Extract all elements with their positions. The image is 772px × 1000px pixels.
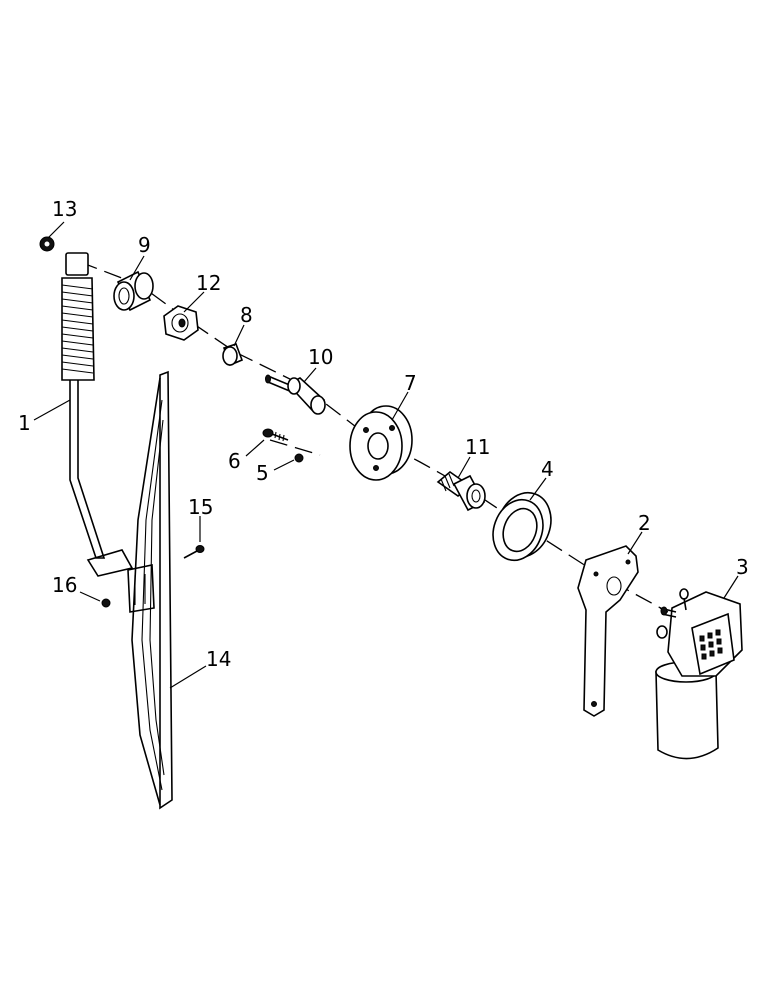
callout-3: 3	[736, 555, 749, 579]
part-15-screw	[183, 545, 205, 559]
callout-10: 10	[308, 345, 333, 369]
callout-5: 5	[256, 461, 269, 485]
part-14-wiper-blade	[127, 370, 173, 810]
callout-15: 15	[188, 495, 213, 519]
part-6-screw	[262, 428, 289, 442]
part-11-threaded-bushing	[436, 470, 486, 512]
part-16-nut	[101, 598, 111, 608]
part-3-wiper-motor	[655, 588, 743, 760]
callout-6: 6	[228, 449, 241, 473]
part-10-shaft	[265, 374, 326, 415]
part-13-nut	[39, 236, 55, 252]
part-2-bracket	[577, 545, 639, 717]
part-8-sleeve	[222, 342, 244, 367]
callout-13: 13	[52, 197, 77, 221]
part-12-hex-nut	[163, 305, 199, 341]
callout-11: 11	[465, 435, 490, 459]
part-9-bushing	[113, 270, 154, 312]
callout-9: 9	[138, 233, 151, 257]
callout-8: 8	[240, 303, 253, 327]
part-1-wiper-arm	[61, 252, 134, 577]
callout-4: 4	[541, 457, 554, 481]
callout-2: 2	[638, 511, 651, 535]
callout-7: 7	[404, 371, 417, 395]
callout-labels: 13 9 12 8 10 7 6 5 11 4 2 3 1 15 16 14	[18, 197, 749, 671]
callout-1: 1	[18, 411, 31, 435]
part-7-flange	[349, 405, 413, 481]
callout-12: 12	[196, 271, 221, 295]
callout-14: 14	[206, 647, 231, 671]
callout-leaders	[33, 221, 739, 689]
callout-16: 16	[52, 573, 77, 597]
part-5-washer	[294, 453, 304, 463]
part-4-ring-seal	[492, 491, 552, 562]
